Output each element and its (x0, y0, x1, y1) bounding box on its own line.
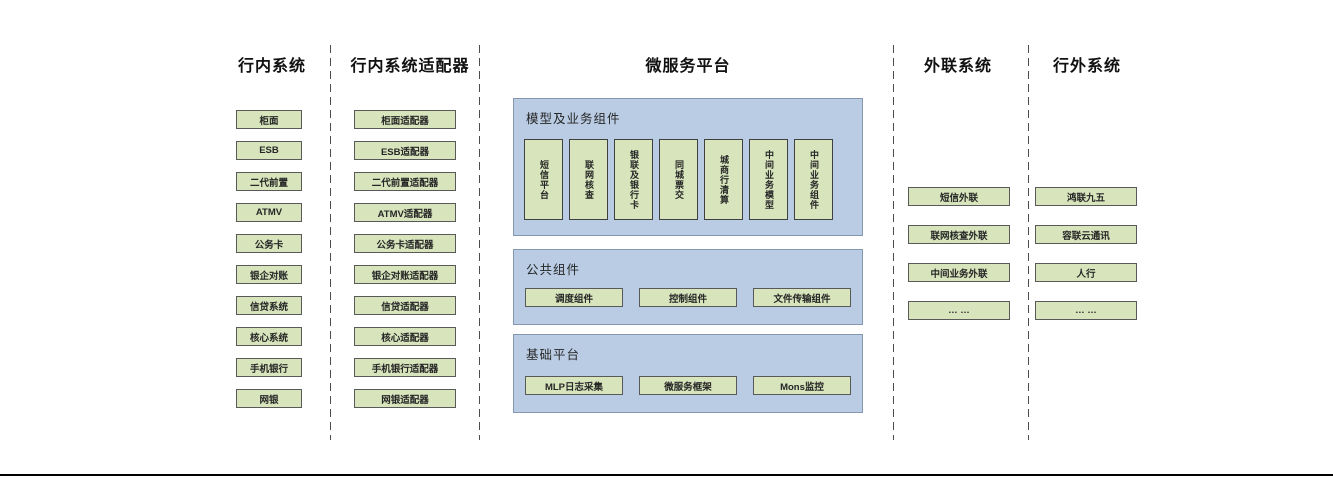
divider-4 (1028, 45, 1029, 440)
adapter-box: ATMV适配器 (354, 203, 456, 222)
system-box: 核心系统 (236, 327, 302, 346)
system-box: 公务卡 (236, 234, 302, 253)
component-box: 城商行清算 (704, 139, 743, 220)
divider-1 (330, 45, 331, 440)
panel-common-components: 公共组件 调度组件 控制组件 文件传输组件 (513, 249, 863, 325)
component-label: 银联及银行卡 (629, 149, 639, 210)
component-label: 短信平台 (539, 159, 549, 200)
system-box: … … (908, 301, 1010, 320)
system-box: 短信外联 (908, 187, 1010, 206)
panel-base-platform: 基础平台 MLP日志采集 微服务框架 Mons监控 (513, 334, 863, 413)
column-title-internal-systems: 行内系统 (237, 58, 306, 75)
system-box: 人行 (1035, 263, 1137, 282)
adapter-box: 二代前置适配器 (354, 172, 456, 191)
component-label: 联网核查 (584, 159, 594, 200)
component-row: MLP日志采集 微服务框架 Mons监控 (525, 376, 851, 395)
divider-3 (893, 45, 894, 440)
component-box: 同城票交 (659, 139, 698, 220)
external-systems-column: 鸿联九五 容联云通讯 人行 … … (1035, 187, 1137, 320)
system-box: 网银 (236, 389, 302, 408)
component-box: 联网核查 (569, 139, 608, 220)
component-box: 微服务框架 (639, 376, 737, 395)
component-box: 文件传输组件 (753, 288, 851, 307)
adapter-box: 网银适配器 (354, 389, 456, 408)
component-box: MLP日志采集 (525, 376, 623, 395)
component-label: 中间业务组件 (809, 149, 819, 210)
system-box: 容联云通讯 (1035, 225, 1137, 244)
component-label: 同城票交 (674, 159, 684, 200)
panel-label: 公共组件 (526, 263, 581, 277)
internal-systems-column: 柜面 ESB 二代前置 ATMV 公务卡 银企对账 信贷系统 核心系统 手机银行… (236, 110, 302, 408)
adapter-box: 手机银行适配器 (354, 358, 456, 377)
system-box: 联网核查外联 (908, 225, 1010, 244)
adapter-box: 柜面适配器 (354, 110, 456, 129)
component-box: 银联及银行卡 (614, 139, 653, 220)
adapter-box: 公务卡适配器 (354, 234, 456, 253)
component-box: Mons监控 (753, 376, 851, 395)
column-title-internal-adapters: 行内系统适配器 (350, 58, 470, 75)
adapter-box: 银企对账适配器 (354, 265, 456, 284)
adapter-box: 信贷适配器 (354, 296, 456, 315)
system-box: 信贷系统 (236, 296, 302, 315)
system-box: ATMV (236, 203, 302, 222)
internal-adapters-column: 柜面适配器 ESB适配器 二代前置适配器 ATMV适配器 公务卡适配器 银企对账… (354, 110, 456, 408)
bottom-horizontal-rule (0, 474, 1333, 476)
system-box: ESB (236, 141, 302, 160)
panel-model-business-components: 模型及业务组件 短信平台 联网核查 银联及银行卡 同城票交 城商行清算 中间业务… (513, 98, 863, 236)
adapter-box: 核心适配器 (354, 327, 456, 346)
column-title-external-systems: 行外系统 (1052, 58, 1121, 75)
component-box: 中间业务模型 (749, 139, 788, 220)
component-box: 控制组件 (639, 288, 737, 307)
column-title-outreach-systems: 外联系统 (923, 58, 992, 75)
system-box: 柜面 (236, 110, 302, 129)
adapter-box: ESB适配器 (354, 141, 456, 160)
system-box: 手机银行 (236, 358, 302, 377)
system-box: 中间业务外联 (908, 263, 1010, 282)
component-row: 调度组件 控制组件 文件传输组件 (525, 288, 851, 307)
panel-label: 模型及业务组件 (526, 112, 621, 126)
system-box: 鸿联九五 (1035, 187, 1137, 206)
component-box: 短信平台 (524, 139, 563, 220)
component-label: 中间业务模型 (764, 149, 774, 210)
system-box: … … (1035, 301, 1137, 320)
component-box: 调度组件 (525, 288, 623, 307)
vertical-component-row: 短信平台 联网核查 银联及银行卡 同城票交 城商行清算 中间业务模型 中间业务组… (524, 139, 833, 220)
panel-label: 基础平台 (526, 348, 581, 362)
column-title-microservice-platform: 微服务平台 (645, 58, 731, 75)
outreach-systems-column: 短信外联 联网核查外联 中间业务外联 … … (908, 187, 1010, 320)
divider-2 (479, 45, 480, 440)
component-box: 中间业务组件 (794, 139, 833, 220)
system-box: 银企对账 (236, 265, 302, 284)
component-label: 城商行清算 (719, 154, 729, 205)
system-box: 二代前置 (236, 172, 302, 191)
